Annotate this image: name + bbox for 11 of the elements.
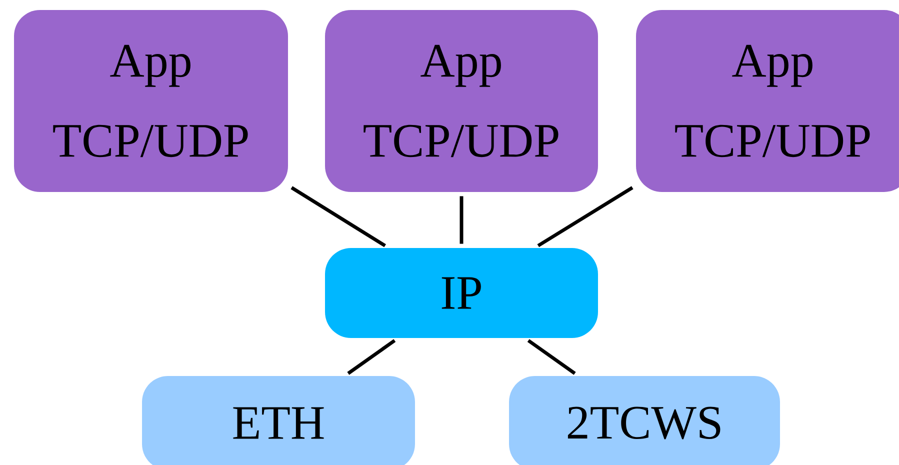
connector-line bbox=[460, 196, 464, 244]
connector-line bbox=[527, 339, 576, 375]
layer-box: App TCP/UDP bbox=[325, 10, 598, 192]
layer-box: 2TCWS bbox=[509, 376, 780, 465]
layer-box: ETH bbox=[142, 376, 415, 465]
layer-box: App TCP/UDP bbox=[14, 10, 288, 192]
connector-line bbox=[537, 186, 634, 248]
layer-box: IP bbox=[325, 248, 598, 338]
connector-line bbox=[290, 186, 386, 248]
connector-line bbox=[347, 339, 396, 375]
layer-box: App TCP/UDP bbox=[636, 10, 899, 192]
